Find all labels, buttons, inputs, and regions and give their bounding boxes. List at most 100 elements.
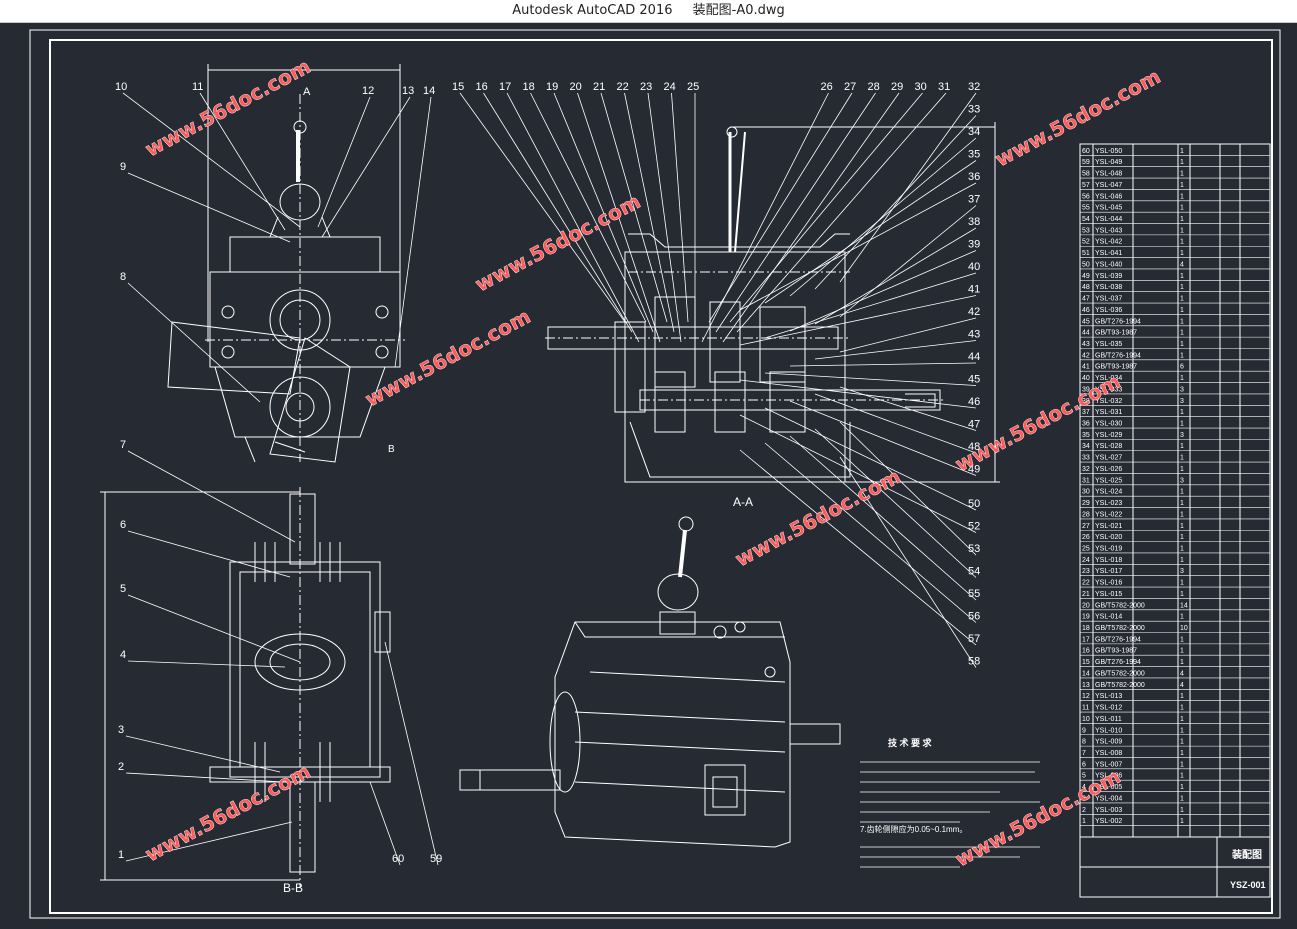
callout-19: 19	[546, 81, 558, 93]
callout-22: 22	[617, 81, 629, 93]
callout-30: 30	[915, 81, 927, 93]
bom-row-qty: 1	[1180, 739, 1184, 746]
callout-52: 52	[968, 521, 980, 533]
bb-section-label: B-B	[283, 881, 303, 895]
bom-row-no: 49	[1082, 273, 1090, 280]
callout-18: 18	[523, 81, 535, 93]
bom-row-qty: 1	[1180, 443, 1184, 450]
iso-view	[459, 516, 841, 848]
callout-15: 15	[452, 81, 464, 93]
callout-33: 33	[968, 104, 980, 116]
bom-row-no: 2	[1082, 807, 1086, 814]
callout-39: 39	[968, 239, 980, 251]
watermark-text: www.56doc.com	[471, 189, 644, 296]
leader-line-40	[764, 272, 977, 339]
drawing-svg[interactable]: 1011121314987654321605915161718192021222…	[0, 22, 1297, 925]
bom-row-qty: 1	[1180, 273, 1184, 280]
callout-54: 54	[968, 566, 980, 578]
bom-row-qty: 1	[1180, 784, 1184, 791]
bom-row-no: 26	[1082, 534, 1090, 541]
bom-row-code: GB/T5782-2000	[1095, 670, 1145, 677]
bom-row-code: GB/T276-1994	[1095, 636, 1141, 643]
bom-row-code: YSL-049	[1095, 159, 1122, 166]
title-block-code: YSZ-001	[1230, 880, 1266, 890]
bom-row-no: 11	[1082, 705, 1089, 712]
callout-10: 10	[115, 81, 127, 93]
aa-section	[545, 122, 1000, 483]
bom-row-code: YSL-014	[1095, 614, 1122, 621]
callout-9: 9	[120, 161, 126, 173]
callout-47: 47	[968, 419, 980, 431]
aa-marker-label: A	[303, 86, 311, 98]
bom-row-no: 13	[1082, 682, 1090, 689]
bom-row-no: 58	[1082, 171, 1090, 178]
bom-row-no: 6	[1082, 761, 1086, 768]
bom-row-no: 20	[1082, 602, 1090, 609]
callout-40: 40	[968, 261, 980, 273]
bom-row-qty: 4	[1180, 682, 1184, 689]
callout-6: 6	[120, 519, 126, 531]
bom-row-code: YSL-010	[1095, 727, 1122, 734]
callout-13: 13	[402, 85, 414, 97]
leader-line-55	[789, 435, 977, 601]
leader-line-60	[369, 781, 401, 866]
bom-row-qty: 10	[1180, 625, 1188, 632]
leader-line-26	[701, 92, 829, 343]
bom-row-qty: 1	[1180, 795, 1184, 802]
bom-row-no: 60	[1082, 148, 1090, 155]
leader-line-38	[814, 227, 977, 325]
leader-line-54	[814, 428, 977, 578]
bom-row-code: YSL-019	[1095, 545, 1122, 552]
bom-row-code: YSL-022	[1095, 511, 1122, 518]
bom-row-code: YSL-027	[1095, 455, 1122, 462]
bom-row-code: GB/T93-1987	[1095, 364, 1137, 371]
bom-row-qty: 3	[1180, 386, 1184, 393]
callout-29: 29	[891, 81, 903, 93]
bom-row-no: 34	[1082, 443, 1090, 450]
bom-row-qty: 1	[1180, 807, 1184, 814]
bom-row-qty: 1	[1180, 455, 1184, 462]
bom-row-qty: 1	[1180, 318, 1184, 325]
bom-row-no: 29	[1082, 500, 1090, 507]
bom-row-no: 23	[1082, 568, 1090, 575]
bom-row-code: YSL-038	[1095, 284, 1122, 291]
bom-row-qty: 1	[1180, 580, 1184, 587]
bom-row-no: 27	[1082, 523, 1090, 530]
bom-row-qty: 1	[1180, 523, 1184, 530]
bom-row-no: 32	[1082, 466, 1090, 473]
callout-55: 55	[968, 588, 980, 600]
bom-row-no: 18	[1082, 625, 1090, 632]
callout-28: 28	[868, 81, 880, 93]
bb-view	[100, 487, 391, 887]
callout-2: 2	[118, 761, 124, 773]
leader-line-33	[814, 115, 977, 290]
bom-row-qty: 1	[1180, 750, 1184, 757]
bom-row-code: YSL-003	[1095, 807, 1122, 814]
callout-17: 17	[499, 81, 511, 93]
callout-31: 31	[938, 81, 950, 93]
bom-row-no: 5	[1082, 773, 1086, 780]
bom-row-qty: 1	[1180, 171, 1184, 178]
bom-row-no: 55	[1082, 205, 1090, 212]
bom-row-qty: 1	[1180, 193, 1184, 200]
bom-row-qty: 1	[1180, 227, 1184, 234]
leader-line-24	[671, 92, 689, 323]
callout-32: 32	[968, 81, 980, 93]
bom-row-code: YSL-002	[1095, 818, 1122, 825]
leader-line-47	[839, 386, 977, 431]
callout-60: 60	[392, 853, 404, 865]
title-block-name: 装配图	[1231, 848, 1262, 861]
file-name: 装配图-A0.dwg	[692, 3, 785, 18]
callout-56: 56	[968, 611, 980, 623]
bom-row-no: 51	[1082, 250, 1090, 257]
bom-row-qty: 6	[1180, 364, 1184, 371]
bom-row-qty: 1	[1180, 409, 1184, 416]
bom-row-qty: 1	[1180, 614, 1184, 621]
leader-line-35	[764, 160, 977, 304]
callout-53: 53	[968, 543, 980, 555]
callout-48: 48	[968, 441, 980, 453]
bom-row-qty: 1	[1180, 727, 1184, 734]
bom-row-qty: 1	[1180, 761, 1184, 768]
bom-row-no: 46	[1082, 307, 1090, 314]
